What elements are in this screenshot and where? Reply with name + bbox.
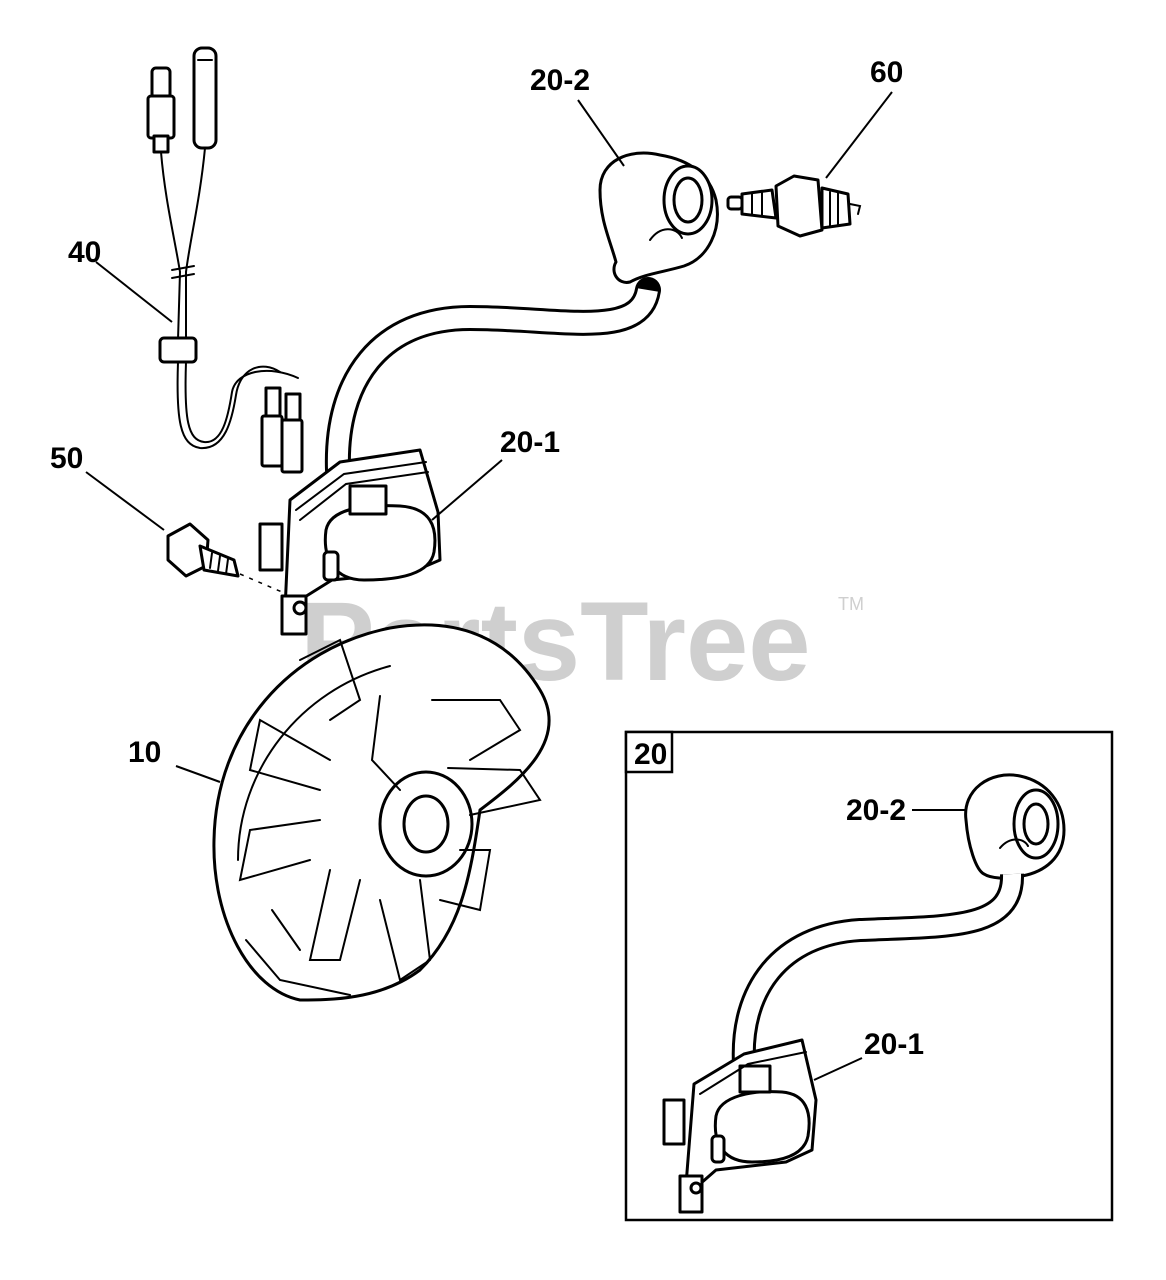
leader-flywheel: [175, 765, 221, 783]
leader-spark-plug: [825, 91, 893, 179]
label-coil-main: 20-1: [500, 426, 560, 459]
leader-coil-main: [431, 459, 503, 521]
ignition-coil-main-part[interactable]: [258, 277, 661, 636]
label-wire-harness: 40: [68, 236, 101, 269]
ignition-coil-inset-part[interactable]: [662, 873, 1024, 1214]
spark-plug-boot-main-part[interactable]: [598, 151, 719, 284]
label-flywheel: 10: [128, 736, 161, 769]
leader-boot-main: [577, 99, 625, 167]
leader-harness: [95, 261, 173, 323]
bolt-part[interactable]: [166, 522, 283, 593]
label-inset-box: 20: [634, 738, 667, 771]
flywheel-part[interactable]: [212, 623, 551, 1002]
label-spark-plug: 60: [870, 56, 903, 89]
spark-plug-part[interactable]: [726, 174, 862, 238]
inset-kit-box: [624, 730, 1114, 1222]
wire-harness-part[interactable]: [146, 46, 304, 474]
leader-bolt: [85, 471, 165, 531]
label-coil-inset: 20-1: [864, 1028, 924, 1061]
leader-coil-inset: [813, 1057, 863, 1081]
spark-plug-boot-inset-part[interactable]: [964, 773, 1066, 880]
label-boot-inset: 20-2: [846, 794, 906, 827]
watermark-tm: TM: [838, 594, 864, 614]
label-boot-main: 20-2: [530, 64, 590, 97]
label-bolt: 50: [50, 442, 83, 475]
